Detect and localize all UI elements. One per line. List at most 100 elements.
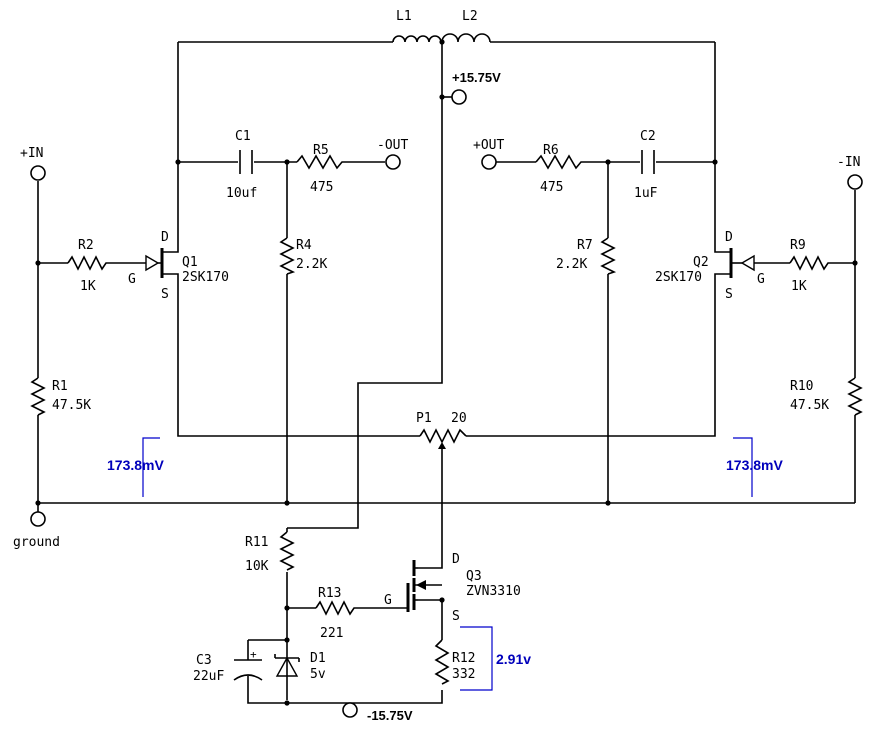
c1-value: 10uf bbox=[226, 186, 257, 201]
r1-value: 47.5K bbox=[52, 398, 91, 413]
r5-value: 475 bbox=[310, 180, 333, 195]
junction-dot bbox=[175, 159, 181, 165]
inductor-l2 bbox=[441, 33, 491, 43]
r12-value: 332 bbox=[452, 667, 475, 682]
q2-pin-d: D bbox=[725, 230, 733, 245]
c3-value: 22uF bbox=[193, 669, 224, 684]
l2-label: L2 bbox=[462, 9, 478, 24]
junction-dot bbox=[35, 260, 41, 266]
d1-label: D1 bbox=[310, 651, 326, 666]
right-source-voltage: 173.8mV bbox=[726, 457, 783, 473]
resistor-r1 bbox=[30, 377, 46, 416]
in-pos-label: +IN bbox=[20, 146, 43, 161]
d1-value: 5v bbox=[310, 667, 326, 682]
capacitor-c3 bbox=[233, 656, 263, 685]
transistor-q1 bbox=[145, 228, 179, 298]
r13-label: R13 bbox=[318, 586, 341, 601]
r10-label: R10 bbox=[790, 379, 813, 394]
q1-label: Q1 bbox=[182, 255, 198, 270]
q1-pin-g: G bbox=[128, 272, 136, 287]
measure-bracket-left bbox=[142, 437, 160, 497]
resistor-r11 bbox=[279, 531, 295, 571]
potentiometer-p1[interactable] bbox=[419, 428, 467, 452]
junction-dot bbox=[35, 500, 41, 506]
q1-part: 2SK170 bbox=[182, 270, 229, 285]
q2-pin-s: S bbox=[725, 287, 733, 302]
out-neg-terminal[interactable] bbox=[385, 154, 401, 170]
ground-terminal[interactable] bbox=[30, 511, 46, 527]
resistor-r12 bbox=[434, 639, 450, 685]
out-pos-label: +OUT bbox=[473, 138, 504, 153]
junction-dot bbox=[439, 94, 445, 100]
c1-label: C1 bbox=[235, 129, 251, 144]
r13-value: 221 bbox=[320, 626, 343, 641]
left-source-voltage: 173.8mV bbox=[107, 457, 164, 473]
capacitor-c1 bbox=[239, 150, 253, 174]
zener-d1 bbox=[274, 654, 300, 677]
r2-value: 1K bbox=[80, 279, 96, 294]
resistor-r13 bbox=[315, 600, 356, 616]
r4-label: R4 bbox=[296, 238, 312, 253]
r7-label: R7 bbox=[577, 238, 593, 253]
r4-value: 2.2K bbox=[296, 257, 327, 272]
out-pos-terminal[interactable] bbox=[481, 154, 497, 170]
r9-value: 1K bbox=[791, 279, 807, 294]
junction-dot bbox=[605, 500, 611, 506]
resistor-r5 bbox=[296, 154, 350, 170]
resistor-r7 bbox=[600, 237, 617, 275]
supply-neg-label: -15.75V bbox=[367, 708, 413, 723]
wires bbox=[37, 41, 856, 708]
in-neg-label: -IN bbox=[837, 155, 860, 170]
p1-label: P1 bbox=[416, 411, 432, 426]
junction-dot bbox=[712, 159, 718, 165]
q3-label: Q3 bbox=[466, 569, 482, 584]
r7-value: 2.2K bbox=[556, 257, 587, 272]
r12-voltage: 2.91v bbox=[496, 651, 531, 667]
r11-value: 10K bbox=[245, 559, 269, 574]
junction-dot bbox=[284, 605, 290, 611]
junction-dot bbox=[284, 700, 290, 706]
q3-pin-g: G bbox=[384, 593, 392, 608]
r11-label: R11 bbox=[245, 535, 268, 550]
capacitor-c2 bbox=[641, 150, 655, 174]
q3-pin-s: S bbox=[452, 609, 460, 624]
resistor-r6 bbox=[535, 154, 589, 170]
q2-label: Q2 bbox=[693, 255, 709, 270]
q2-pin-g: G bbox=[757, 272, 765, 287]
c3-label: C3 bbox=[196, 653, 212, 668]
r2-label: R2 bbox=[78, 238, 94, 253]
out-neg-label: -OUT bbox=[377, 138, 408, 153]
c2-label: C2 bbox=[640, 129, 656, 144]
junction-dot bbox=[284, 500, 290, 506]
resistor-r10 bbox=[847, 377, 863, 416]
inductor-l1 bbox=[392, 35, 442, 43]
q2-part: 2SK170 bbox=[655, 270, 702, 285]
r1-label: R1 bbox=[52, 379, 68, 394]
transistor-q3 bbox=[406, 560, 442, 612]
measure-bracket-right bbox=[733, 437, 753, 497]
q3-part: ZVN3310 bbox=[466, 584, 521, 599]
supply-pos-label: +15.75V bbox=[452, 70, 501, 85]
supply-pos-terminal[interactable] bbox=[451, 89, 467, 105]
junction-dot bbox=[605, 159, 611, 165]
c3-plus: + bbox=[250, 648, 257, 661]
r10-value: 47.5K bbox=[790, 398, 829, 413]
in-pos-terminal[interactable] bbox=[30, 165, 46, 181]
transistor-q2 bbox=[714, 228, 755, 298]
r12-label: R12 bbox=[452, 651, 475, 666]
r6-value: 475 bbox=[540, 180, 563, 195]
junction-dot bbox=[439, 597, 445, 603]
r6-label: R6 bbox=[543, 143, 559, 158]
p1-value: 20 bbox=[451, 411, 467, 426]
in-neg-terminal[interactable] bbox=[847, 174, 863, 190]
junction-dots bbox=[35, 39, 858, 706]
ground-label: ground bbox=[13, 535, 60, 550]
junction-dot bbox=[284, 637, 290, 643]
junction-dot bbox=[852, 260, 858, 266]
supply-neg-terminal[interactable] bbox=[342, 702, 358, 718]
q1-pin-d: D bbox=[161, 230, 169, 245]
q1-pin-s: S bbox=[161, 287, 169, 302]
resistor-r4 bbox=[279, 237, 296, 275]
measure-bracket-r12 bbox=[460, 626, 493, 691]
